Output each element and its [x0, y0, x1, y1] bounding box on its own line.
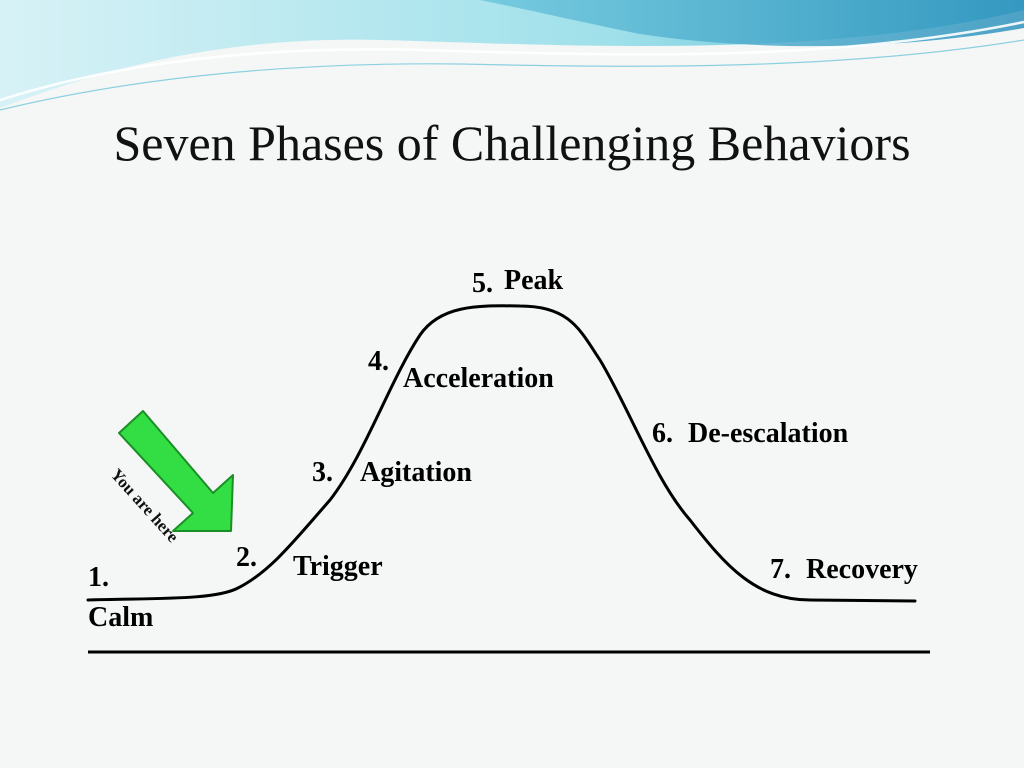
- phase-1-number: 1.: [88, 562, 109, 593]
- phase-5-name: Peak: [504, 265, 564, 296]
- phase-2-name: Trigger: [293, 551, 383, 582]
- phase-7-number: 7.: [770, 554, 791, 585]
- phase-2-number: 2.: [236, 542, 257, 573]
- you-are-here-arrow: [118, 410, 234, 532]
- phase-4-number: 4.: [368, 346, 389, 377]
- phase-3-name: Agitation: [360, 457, 472, 488]
- phase-3-number: 3.: [312, 457, 333, 488]
- phase-6-name: De-escalation: [688, 418, 849, 449]
- phase-1-name: Calm: [88, 602, 154, 633]
- phase-4-name: Acceleration: [403, 363, 554, 394]
- phase-7-name: Recovery: [806, 554, 918, 585]
- phase-5-number: 5.: [472, 268, 493, 299]
- slide-title: Seven Phases of Challenging Behaviors: [113, 114, 911, 171]
- phase-curve: [86, 304, 917, 603]
- phase-6-number: 6.: [652, 418, 673, 449]
